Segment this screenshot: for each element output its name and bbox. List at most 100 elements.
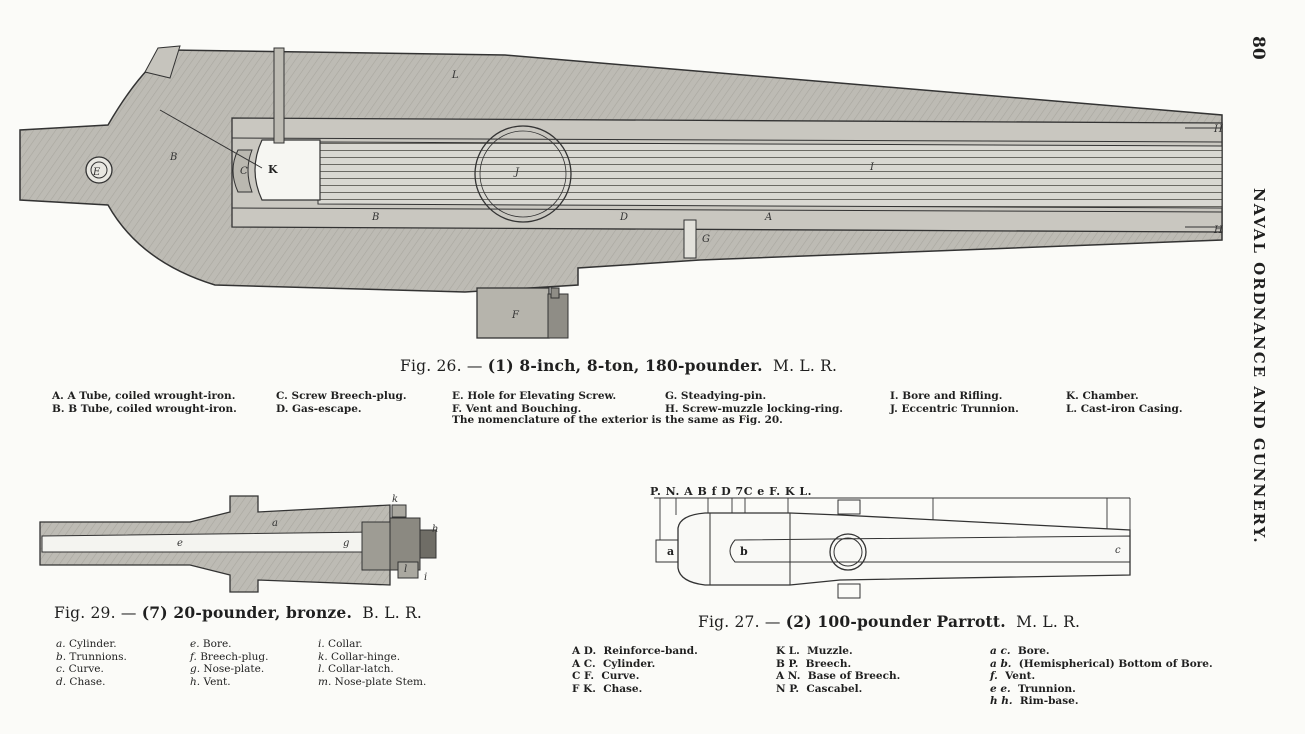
legend-item: H. Screw-muzzle locking-ring. [665, 402, 843, 415]
legend-item: A. A Tube, coiled wrought-iron. [52, 390, 236, 402]
page-number: 80 [1248, 36, 1268, 60]
fig26-legend-col4: G. Steadying-pin. H. Screw-muzzle lockin… [665, 390, 843, 415]
fig26-caption-prefix: Fig. 26. — [400, 357, 483, 375]
legend-item: F K. Chase. [572, 682, 643, 695]
fig26-legend-col1: A. A Tube, coiled wrought-iron. B. B Tub… [52, 390, 237, 415]
fig29-caption-main: (7) 20-pounder, bronze. [141, 603, 353, 622]
fig26-label-A: A [764, 212, 772, 223]
fig27-caption-main: (2) 100-pounder Parrott. [785, 612, 1006, 631]
legend-item: E. Hole for Elevating Screw. [452, 390, 617, 402]
fig26-elevating-hole [85, 156, 113, 184]
fig26-label-E: E [92, 167, 101, 178]
legend-item: A N. Base of Breech. [776, 670, 901, 682]
fig26-label-K: K [268, 163, 278, 176]
legend-item: F. Vent and Bouching. [452, 402, 582, 415]
fig26-label-B1: B [169, 152, 177, 163]
fig27-label-a: a [667, 545, 674, 558]
legend-item: I. Bore and Rifling. [890, 390, 1003, 402]
fig27-legend-col1: A D. Reinforce-band. A C. Cylinder. C F.… [572, 645, 698, 695]
legend-item: a. Cylinder. [56, 638, 117, 650]
fig27-caption-suffix: M. L. R. [1016, 613, 1081, 631]
legend-item: g. Nose-plate. [190, 663, 265, 675]
fig29-label-h: h [432, 524, 438, 535]
legend-item: B. B Tube, coiled wrought-iron. [52, 402, 237, 415]
fig26-label-C: C [240, 166, 248, 177]
legend-item: B P. Breech. [776, 657, 852, 670]
legend-item: f. Vent. [990, 670, 1036, 682]
fig26-note: The nomenclature of the exterior is the … [452, 414, 783, 426]
legend-item: C F. Curve. [572, 670, 640, 682]
legend-item: k. Collar-hinge. [318, 650, 401, 663]
fig27-caption-prefix: Fig. 27. — [698, 613, 781, 631]
fig29-label-k: k [392, 494, 398, 505]
fig29-caption-prefix: Fig. 29. — [54, 604, 137, 622]
legend-item: i. Collar. [318, 638, 363, 650]
fig27-label-c: c [1115, 545, 1121, 556]
legend-item: K. Chamber. [1066, 390, 1139, 402]
legend-item: e e. Trunnion. [990, 682, 1076, 695]
legend-item: h. Vent. [190, 675, 231, 688]
legend-item: A C. Cylinder. [572, 657, 656, 670]
fig27-caption: Fig. 27. — (2) 100-pounder Parrott. M. L… [698, 612, 1080, 631]
legend-item: e. Bore. [190, 638, 232, 650]
fig27-legend-col3: a c. Bore. a b. (Hemispherical) Bottom o… [990, 645, 1213, 708]
legend-item: N P. Cascabel. [776, 682, 863, 695]
fig29-caption-suffix: B. L. R. [362, 604, 422, 622]
fig29-drawing: a e g k h l i [39, 494, 438, 593]
legend-item: f. Breech-plug. [190, 650, 269, 663]
fig29-label-i: i [424, 572, 427, 583]
fig26-label-H1: H [1213, 124, 1223, 135]
running-title: NAVAL ORDNANCE AND GUNNERY. [1250, 188, 1268, 545]
fig29-legend-col2: e. Bore. f. Breech-plug. g. Nose-plate. … [190, 638, 268, 688]
fig26-label-L: L [451, 70, 459, 81]
fig26-caption-main: (1) 8-inch, 8-ton, 180-pounder. [487, 356, 763, 375]
fig26-caption-suffix: M. L. R. [773, 357, 838, 375]
fig26-label-H2: H [1213, 225, 1223, 236]
legend-item: l. Collar-latch. [318, 663, 394, 675]
fig26-trunnion [474, 125, 572, 223]
fig26-legend-col5: I. Bore and Rifling. J. Eccentric Trunni… [890, 390, 1019, 415]
fig27-drawing: P. N. A B f D 7C e F. K L. a b c [650, 485, 1131, 599]
fig29-legend-col1: a. Cylinder. b. Trunnions. c. Curve. d. … [56, 638, 127, 688]
legend-item: D. Gas-escape. [276, 402, 362, 415]
fig26-label-F: F [511, 310, 520, 321]
fig29-label-e: e [177, 538, 183, 549]
fig26-caption: Fig. 26. — (1) 8-inch, 8-ton, 180-pounde… [400, 356, 837, 375]
fig26-label-G: G [702, 234, 710, 245]
fig27-body [677, 512, 1131, 586]
legend-item: L. Cast-iron Casing. [1066, 402, 1183, 415]
fig29-label-l: l [404, 564, 407, 575]
fig27-trunnion [829, 533, 867, 571]
fig27-label-top: P. N. A B f D 7C e F. K L. [650, 485, 812, 498]
fig26-legend-col2: C. Screw Breech-plug. D. Gas-escape. [276, 390, 406, 415]
legend-item: G. Steadying-pin. [665, 390, 767, 402]
legend-item: h h. Rim-base. [990, 695, 1079, 707]
legend-item: C. Screw Breech-plug. [276, 390, 407, 402]
fig26-bore [317, 141, 1223, 209]
legend-item: J. Eccentric Trunnion. [890, 402, 1019, 415]
fig26-label-B2: B [371, 212, 379, 223]
fig29-legend-col3: i. Collar. k. Collar-hinge. l. Collar-la… [318, 638, 426, 688]
fig26-label-J: J [513, 167, 520, 178]
legend-item: a b. (Hemispherical) Bottom of Bore. [990, 657, 1213, 670]
legend-item: d. Chase. [56, 675, 106, 688]
fig26-legend-col6: K. Chamber. L. Cast-iron Casing. [1066, 390, 1183, 415]
fig26-drawing: L H H B E C K J I B D A G F [19, 45, 1223, 339]
fig26-chamber [254, 139, 321, 201]
fig29-caption: Fig. 29. — (7) 20-pounder, bronze. B. L.… [54, 603, 422, 622]
legend-item: K L. Muzzle. [776, 645, 853, 657]
fig29-label-a: a [272, 518, 278, 529]
legend-item: b. Trunnions. [56, 650, 127, 663]
fig27-label-b: b [740, 545, 748, 558]
legend-item: A D. Reinforce-band. [572, 645, 698, 657]
fig27-bore [729, 535, 1131, 563]
fig29-label-g: g [343, 538, 349, 549]
fig27-legend-col2: K L. Muzzle. B P. Breech. A N. Base of B… [776, 645, 900, 695]
legend-item: a c. Bore. [990, 645, 1050, 657]
fig26-label-I: I [869, 162, 875, 173]
fig26-legend-col3: E. Hole for Elevating Screw. F. Vent and… [452, 390, 616, 415]
legend-item: m. Nose-plate Stem. [318, 675, 427, 688]
fig29-bore [41, 531, 376, 553]
legend-item: c. Curve. [56, 663, 104, 675]
